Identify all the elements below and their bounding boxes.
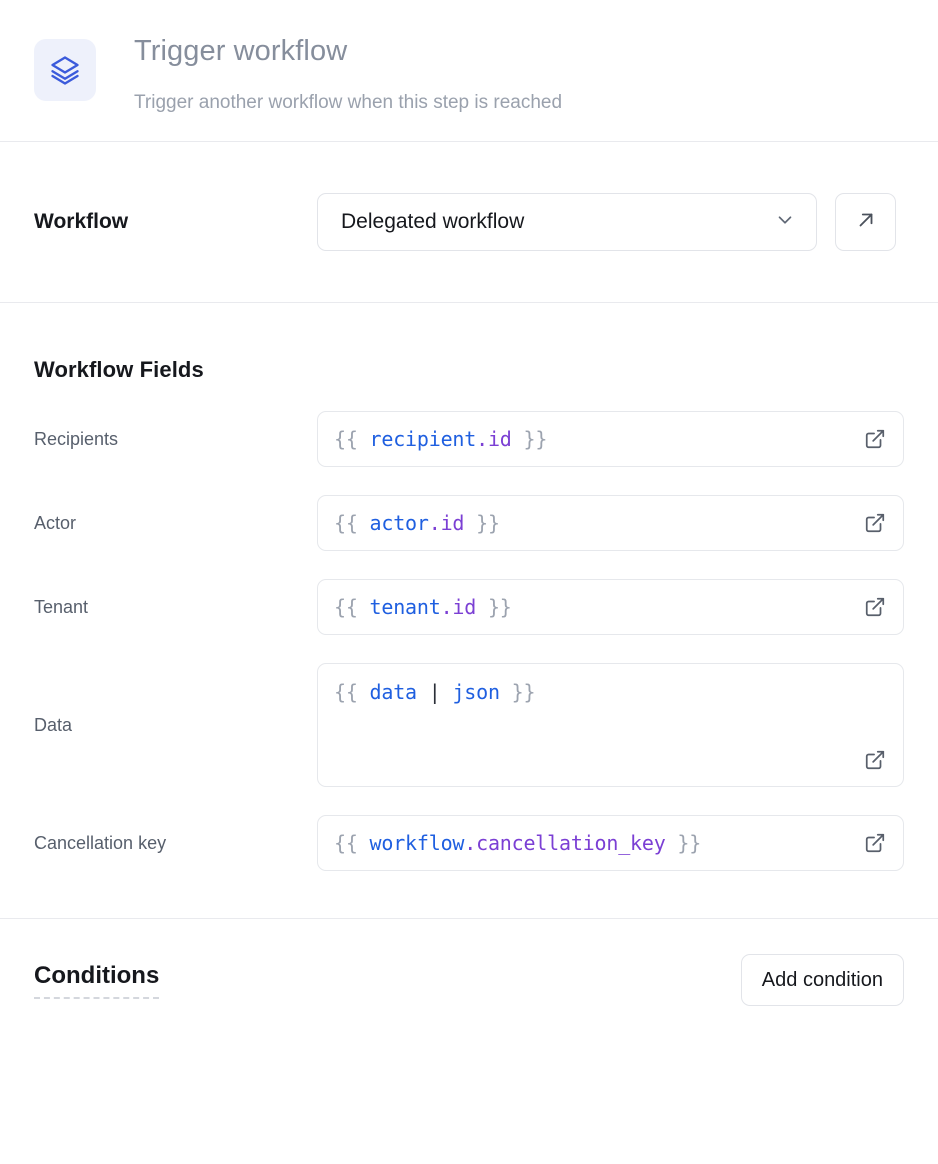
- data-textarea-value: {{ data | json }}: [334, 680, 536, 704]
- external-link-icon[interactable]: [862, 594, 888, 620]
- header-divider: [0, 141, 938, 142]
- field-row-cancellation-key: Cancellation key {{ workflow.cancellatio…: [34, 815, 904, 871]
- workflow-row: Workflow Delegated workflow: [0, 142, 938, 302]
- workflow-label: Workflow: [34, 210, 129, 233]
- field-row-actor: Actor {{ actor.id }}: [34, 495, 904, 551]
- field-label-cancellation-key: Cancellation key: [34, 832, 167, 853]
- conditions-row: Conditions Add condition: [0, 919, 938, 1041]
- add-condition-button[interactable]: Add condition: [740, 954, 904, 1006]
- actor-input-value: {{ actor.id }}: [334, 510, 500, 535]
- field-row-tenant: Tenant {{ tenant.id }}: [34, 579, 904, 635]
- recipients-input-value: {{ recipient.id }}: [334, 426, 548, 451]
- field-label-tenant: Tenant: [34, 596, 89, 617]
- cancellation-key-input[interactable]: {{ workflow.cancellation_key }}: [317, 815, 904, 871]
- field-label-actor: Actor: [34, 512, 77, 533]
- page-title: Trigger workflow: [134, 35, 348, 67]
- field-row-recipients: Recipients {{ recipient.id }}: [34, 411, 904, 467]
- conditions-title: Conditions: [34, 962, 160, 999]
- step-header-text: Trigger workflow Trigger another workflo…: [134, 34, 562, 115]
- external-link-icon[interactable]: [862, 830, 888, 856]
- field-row-data: Data {{ data | json }}: [34, 663, 904, 787]
- arrow-up-right-icon: [855, 209, 877, 236]
- actor-input[interactable]: {{ actor.id }}: [317, 495, 904, 551]
- external-link-icon[interactable]: [862, 747, 888, 773]
- conditions-divider: [0, 918, 938, 919]
- recipients-input[interactable]: {{ recipient.id }}: [317, 411, 904, 467]
- open-workflow-button[interactable]: [835, 193, 896, 251]
- cancellation-key-input-value: {{ workflow.cancellation_key }}: [334, 830, 702, 855]
- tenant-input-value: {{ tenant.id }}: [334, 594, 512, 619]
- layers-icon: [34, 39, 96, 101]
- field-label-data: Data: [34, 714, 73, 735]
- workflow-section-divider: [0, 302, 938, 303]
- data-textarea[interactable]: {{ data | json }}: [317, 663, 904, 787]
- external-link-icon[interactable]: [862, 510, 888, 536]
- page-subtitle: Trigger another workflow when this step …: [134, 91, 563, 113]
- workflow-fields-section: Workflow Fields Recipients {{ recipient.…: [0, 303, 938, 871]
- tenant-input[interactable]: {{ tenant.id }}: [317, 579, 904, 635]
- workflow-select-value: Delegated workflow: [341, 210, 525, 233]
- workflow-fields-heading: Workflow Fields: [34, 357, 204, 382]
- workflow-select[interactable]: Delegated workflow: [317, 193, 817, 251]
- field-label-recipients: Recipients: [34, 428, 119, 449]
- step-header: Trigger workflow Trigger another workflo…: [0, 0, 938, 141]
- chevron-down-icon: [774, 209, 796, 236]
- external-link-icon[interactable]: [862, 426, 888, 452]
